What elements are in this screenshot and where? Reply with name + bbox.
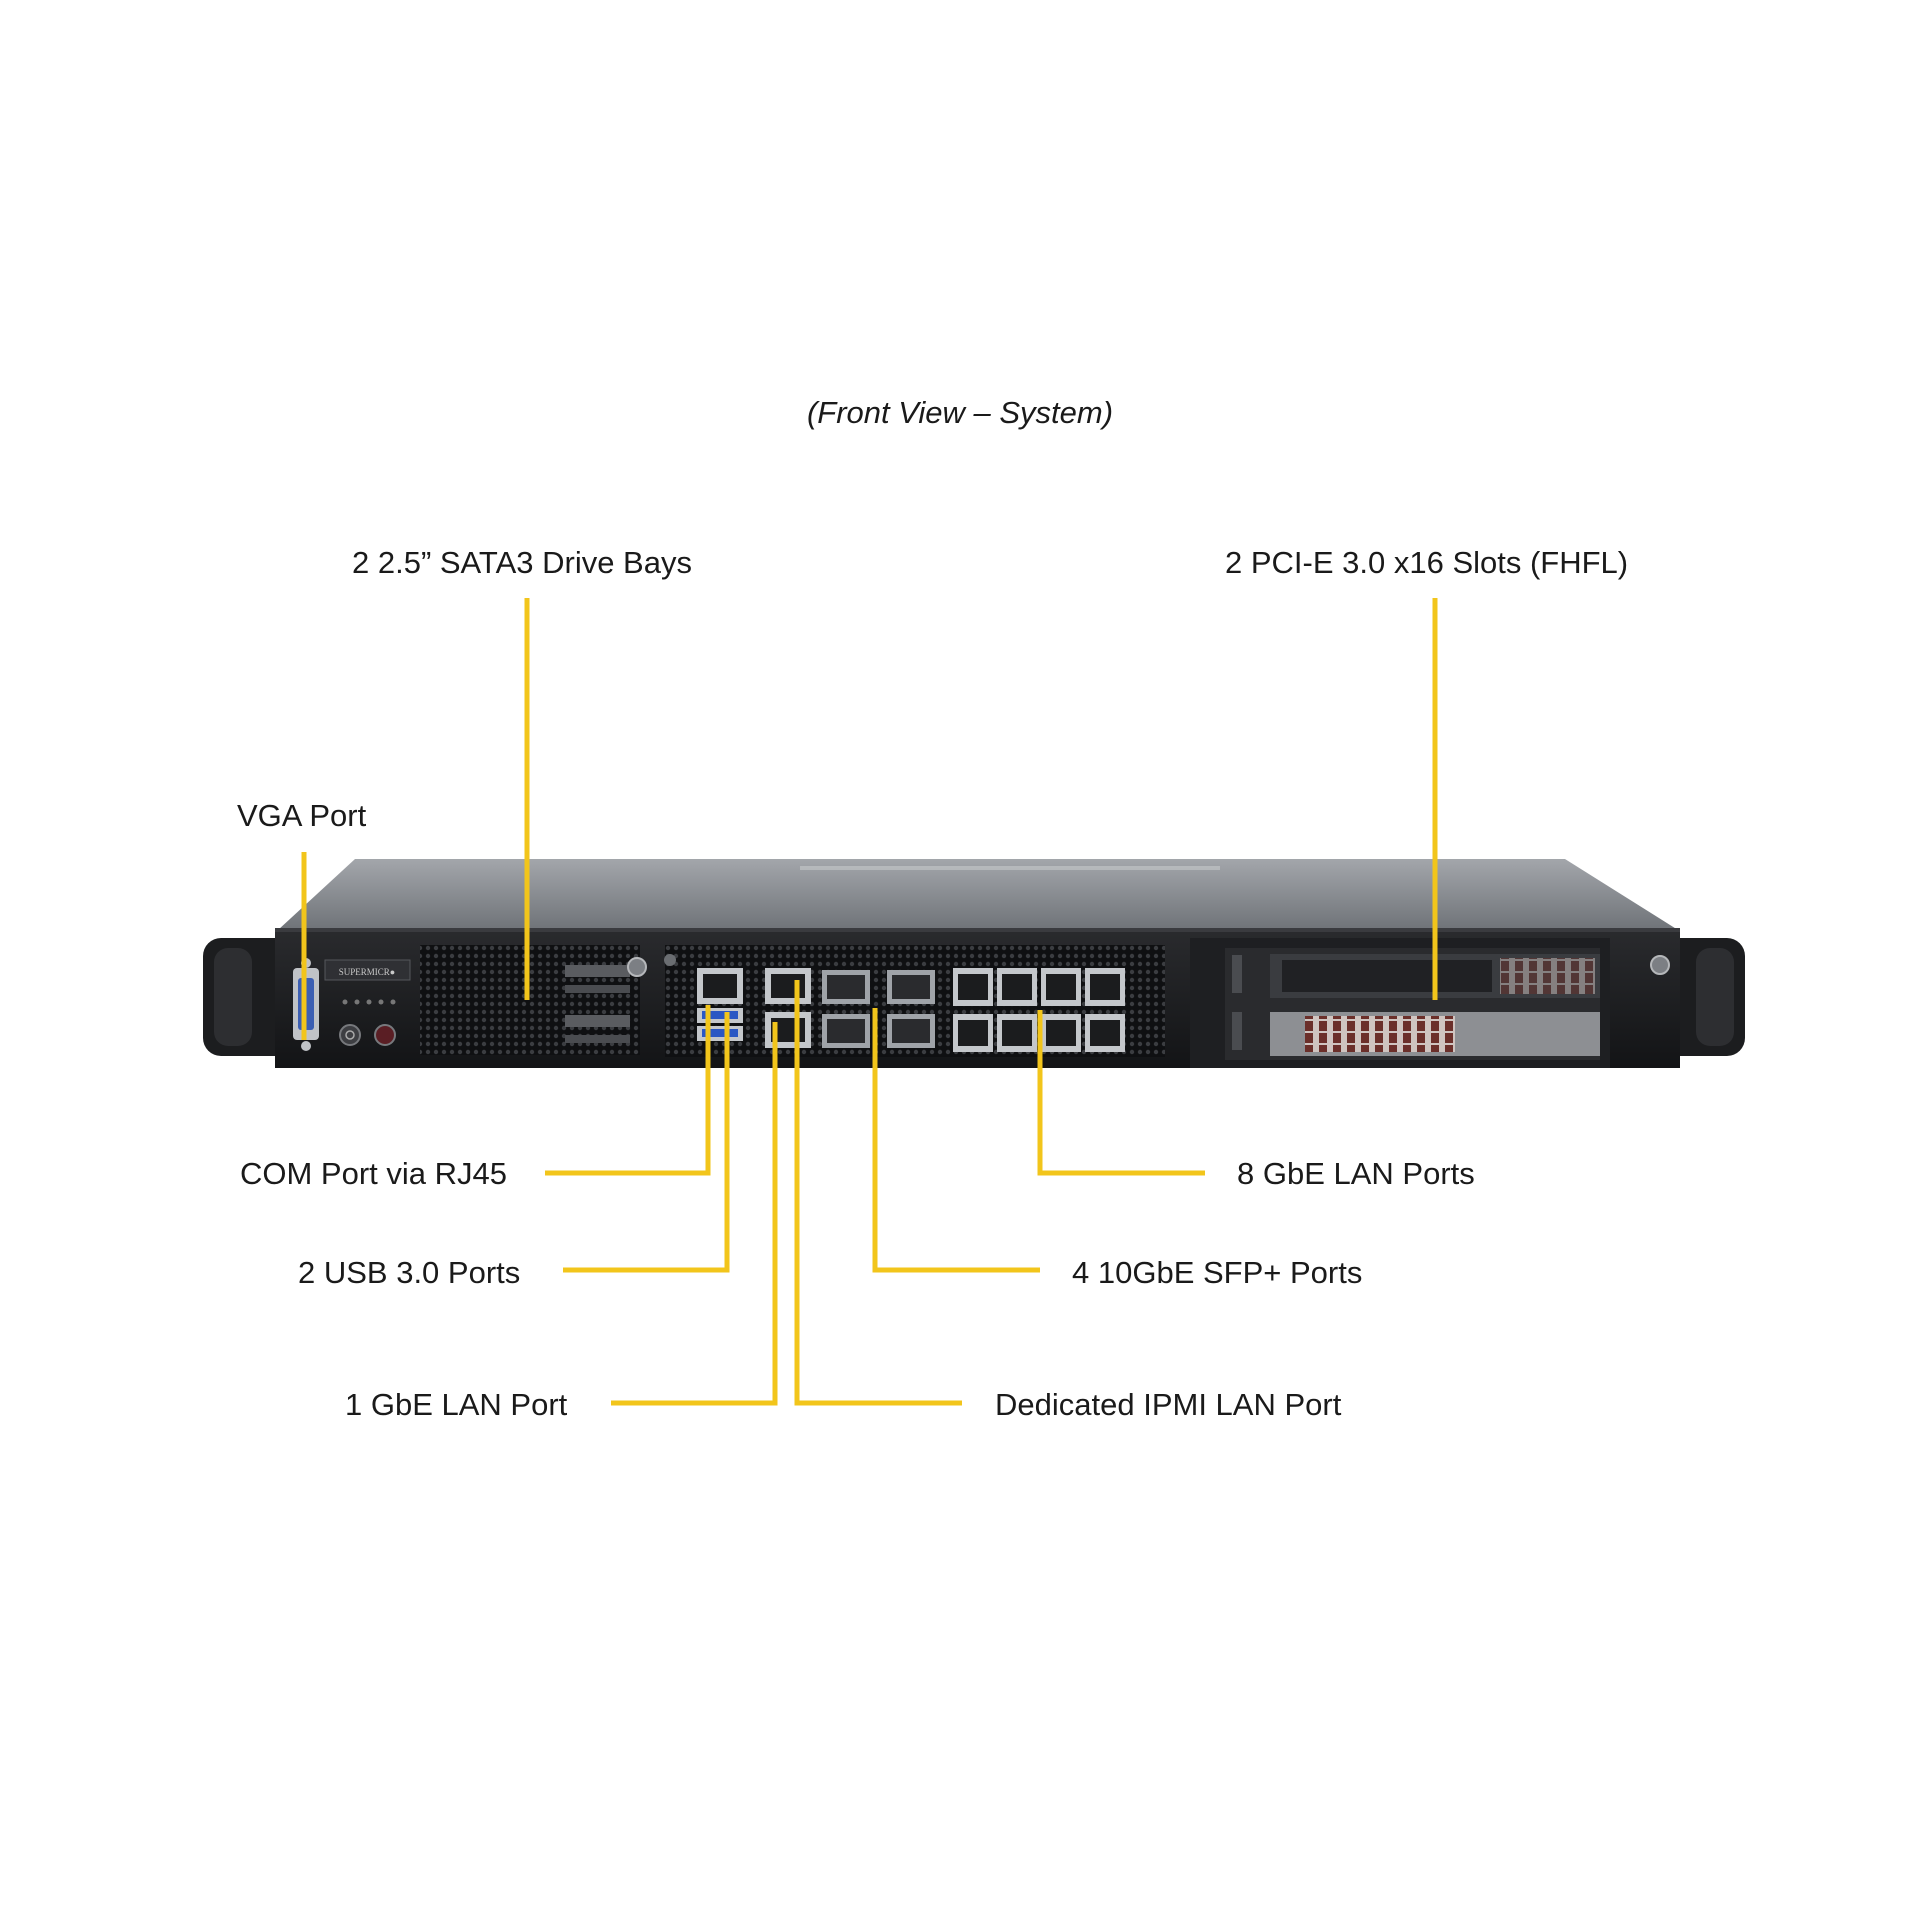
rj45-jack [1090, 1020, 1120, 1046]
rj45-jack [1046, 974, 1076, 1000]
pcie-slot-lower[interactable] [1270, 1012, 1600, 1056]
ipmi-lan-port[interactable] [765, 968, 811, 1004]
chassis-top-surface [278, 859, 1678, 930]
chassis-screw-icon [627, 957, 647, 977]
rj45-jack [1090, 974, 1120, 1000]
diagram-caption: (Front View – System) [806, 395, 1114, 430]
rj45-jack [1002, 1020, 1032, 1046]
label-com-port: COM Port via RJ45 [240, 1156, 508, 1191]
power-button-icon[interactable] [339, 1024, 361, 1046]
label-vga-port: VGA Port [237, 798, 367, 833]
sfp-plus-ports[interactable] [822, 970, 935, 1048]
label-sfp-ports: 4 10GbE SFP+ Ports [1072, 1255, 1363, 1290]
label-ipmi-port: Dedicated IPMI LAN Port [995, 1387, 1342, 1422]
rj45-jack [1002, 974, 1032, 1000]
rj45-jack [1046, 1020, 1076, 1046]
callout-leader-lines [301, 598, 1438, 1406]
reset-button-icon[interactable] [374, 1024, 396, 1046]
label-8-gbe-lan-ports: 8 GbE LAN Ports [1237, 1156, 1475, 1191]
brand-logo: SUPERMICR● [339, 967, 395, 977]
leader-sfp-ports [872, 1008, 1040, 1273]
chassis-screw-icon [1650, 955, 1670, 975]
control-panel: SUPERMICR● [324, 959, 411, 1046]
chassis-screw-icon [664, 954, 676, 966]
label-gbe-lan-port: 1 GbE LAN Port [345, 1387, 568, 1422]
leader-com-port [545, 1005, 711, 1176]
leader-gbe-lan-port [611, 1022, 778, 1406]
label-usb-ports: 2 USB 3.0 Ports [298, 1255, 521, 1290]
leader-ipmi-port [794, 980, 962, 1406]
label-drive-bays: 2 2.5” SATA3 Drive Bays [352, 545, 692, 580]
gbe-lan-port-bank[interactable] [953, 968, 1125, 1052]
drive-bay-latches [565, 965, 630, 1043]
rj45-jack [958, 974, 988, 1000]
label-pcie-slots: 2 PCI-E 3.0 x16 Slots (FHFL) [1225, 545, 1629, 580]
com-port-rj45[interactable] [697, 968, 743, 1004]
leader-8-gbe-lan-ports [1037, 1010, 1205, 1176]
rj45-jack [958, 1020, 988, 1046]
gbe-lan-port[interactable] [765, 1012, 811, 1048]
leader-usb-ports [563, 1012, 730, 1273]
status-leds [342, 999, 396, 1005]
